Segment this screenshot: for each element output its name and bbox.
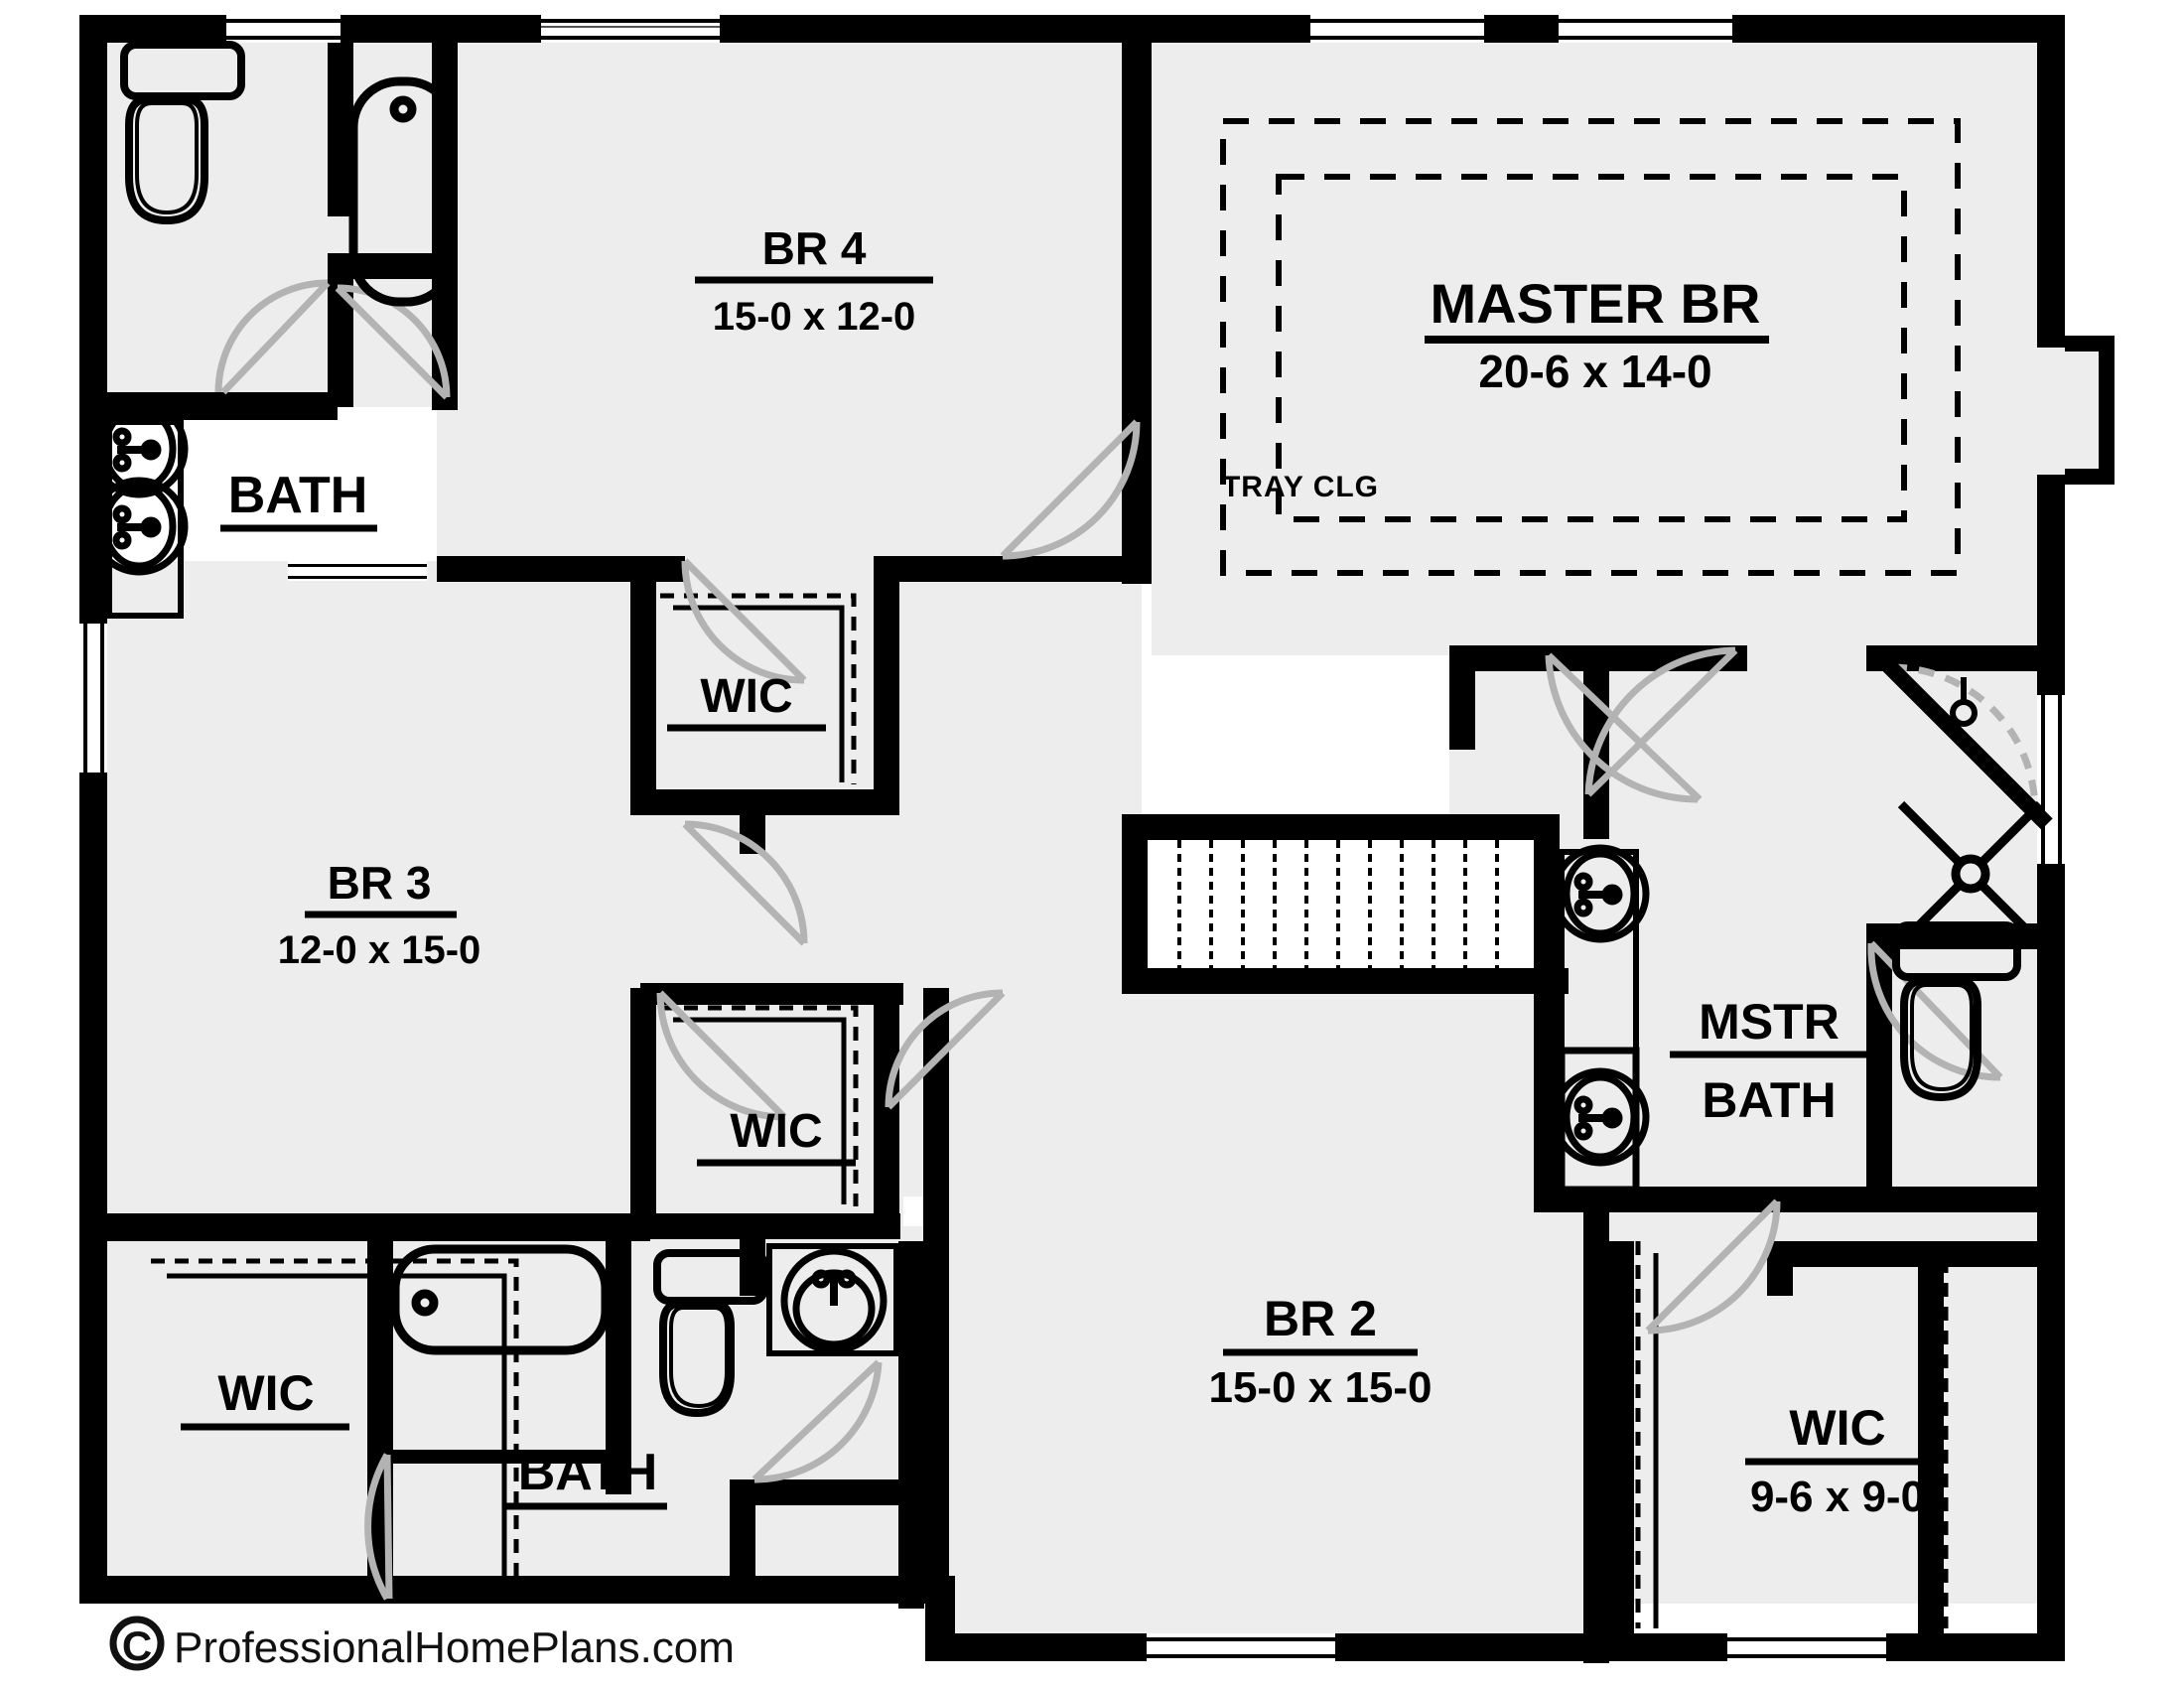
door-swings [214,279,2039,1601]
corner-shower [1880,657,2053,947]
room-label-mstr-bath: MSTR BATH [1670,994,1866,1128]
room-name: WIC [700,670,792,723]
room-name: BR 4 [762,222,867,274]
room-label-wic-mid: WIC [697,1105,856,1167]
room-name: MSTR [1699,994,1840,1050]
toilets [120,41,2021,1418]
room-labels: BR 4 15-0 x 12-0 MASTER BR 20-6 x 14-0 B… [181,222,1928,1521]
room-label-bath-upper: BATH [220,467,377,532]
room-name: WIC [1789,1400,1885,1456]
room-name: BATH [228,467,368,524]
room-name: BR 3 [328,857,432,909]
copyright-text: ProfessionalHomePlans.com [174,1623,735,1672]
room-name: WIC [217,1365,314,1421]
room-label-br4: BR 4 15-0 x 12-0 [695,222,933,339]
room-label-wic-upper: WIC [667,670,826,732]
room-dimensions: 12-0 x 15-0 [278,928,481,972]
room-label-wic-master: WIC 9-6 x 9-0 [1745,1400,1928,1521]
annotations: TRAY CLG [1222,471,1379,503]
mstr-vanity-counter [1558,1047,1640,1194]
room-name: WIC [730,1105,822,1158]
room-name: BATH [518,1444,658,1501]
staircase [1148,840,1534,968]
copyright-c-glyph: C [122,1622,152,1669]
closet-shelf-lines [151,593,1949,1628]
room-name: BR 2 [1264,1291,1377,1346]
tray-ceiling-label: TRAY CLG [1222,471,1379,503]
room-label-master-br: MASTER BR 20-6 x 14-0 [1425,272,1769,397]
room-name: MASTER BR [1431,272,1761,335]
room-label-br2: BR 2 15-0 x 15-0 [1208,1291,1432,1412]
room-name-second-line: BATH [1702,1072,1836,1128]
bathtubs [348,76,611,1355]
room-dimensions: 20-6 x 14-0 [1478,346,1711,397]
windows [79,15,2065,1661]
room-dimensions: 9-6 x 9-0 [1750,1473,1925,1521]
room-label-br3: BR 3 12-0 x 15-0 [278,857,481,972]
room-label-wic-lower: WIC [181,1365,349,1431]
room-label-bath-lower: BATH [506,1444,667,1510]
room-dimensions: 15-0 x 15-0 [1208,1363,1432,1412]
room-dimensions: 15-0 x 12-0 [713,295,916,339]
tray-ceiling-outline [1220,118,1961,576]
copyright-notice: © C ProfessionalHomePlans.com [109,1616,735,1672]
sinks [89,399,1650,1356]
